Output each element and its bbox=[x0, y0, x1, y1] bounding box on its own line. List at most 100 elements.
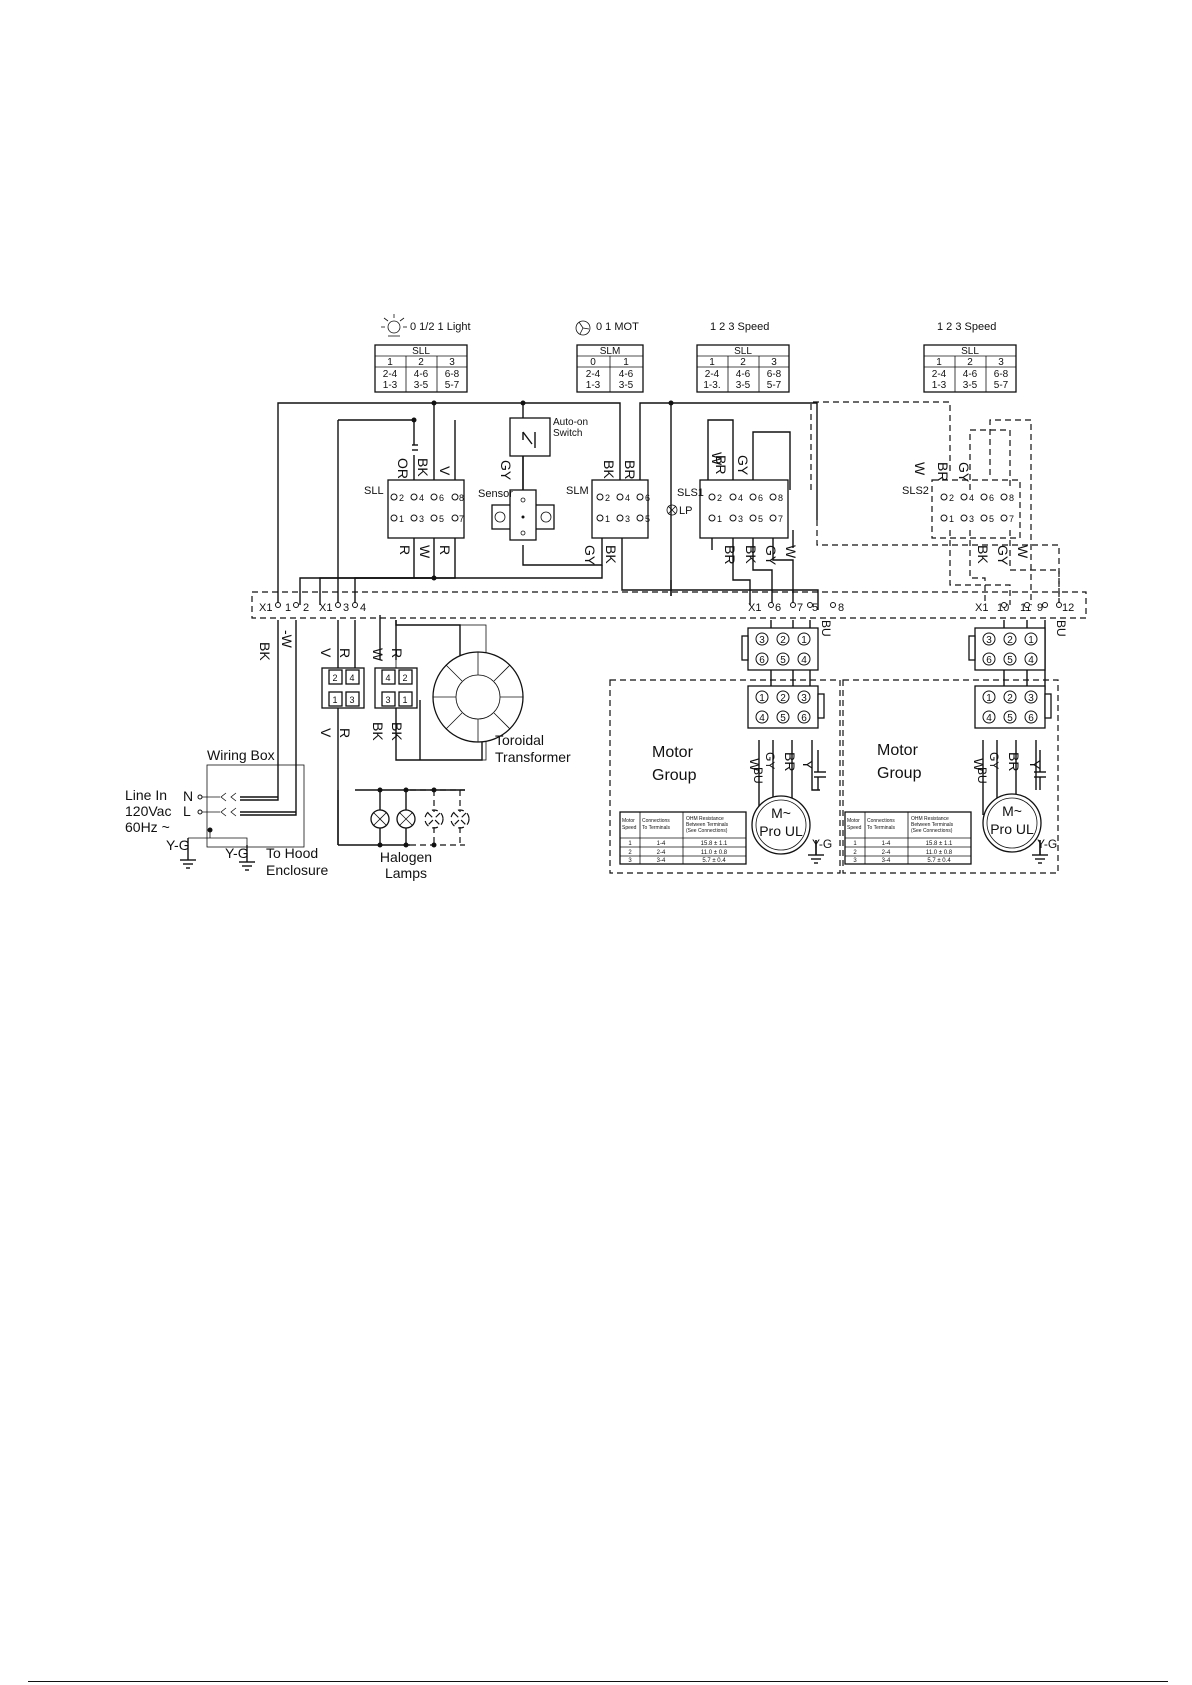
motor-1-ground-label: Y-G bbox=[812, 837, 832, 851]
svg-text:3-5: 3-5 bbox=[619, 380, 634, 391]
transformer-label-2: Transformer bbox=[495, 749, 571, 765]
light-selector-icon bbox=[381, 314, 407, 337]
svg-text:To Terminals: To Terminals bbox=[642, 825, 670, 831]
svg-text:15.8 ± 1.1: 15.8 ± 1.1 bbox=[926, 841, 953, 847]
svg-text:7: 7 bbox=[459, 514, 464, 524]
svg-text:3: 3 bbox=[738, 514, 743, 524]
halogen-lamp-icon bbox=[370, 809, 390, 829]
svg-text:BK: BK bbox=[601, 460, 617, 479]
svg-text:2: 2 bbox=[399, 493, 404, 503]
svg-text:5.7 ± 0.4: 5.7 ± 0.4 bbox=[927, 858, 951, 864]
svg-text:6: 6 bbox=[986, 655, 992, 666]
svg-text:2: 2 bbox=[780, 693, 786, 704]
svg-text:5: 5 bbox=[439, 514, 444, 524]
svg-text:Connections: Connections bbox=[642, 818, 670, 824]
lamps-label-1: Halogen bbox=[380, 849, 432, 865]
motor-group-1-box bbox=[609, 679, 841, 874]
svg-text:V: V bbox=[318, 648, 334, 658]
svg-text:1: 1 bbox=[285, 602, 291, 614]
svg-text:-W: -W bbox=[279, 630, 295, 649]
svg-text:1-4: 1-4 bbox=[882, 841, 891, 847]
svg-text:1: 1 bbox=[605, 514, 610, 524]
svg-text:Speed: Speed bbox=[847, 825, 862, 831]
svg-text:OHM Resistance: OHM Resistance bbox=[911, 816, 949, 822]
svg-text:SLL: SLL bbox=[734, 346, 752, 357]
svg-text:4: 4 bbox=[1028, 655, 1034, 666]
svg-text:GY: GY bbox=[498, 460, 514, 481]
svg-text:BU: BU bbox=[1054, 620, 1068, 637]
speed2-selector-caption: 1 2 3 Speed bbox=[937, 321, 996, 333]
svg-text:GY: GY bbox=[763, 545, 779, 566]
svg-text:1: 1 bbox=[387, 357, 393, 368]
svg-text:4: 4 bbox=[625, 493, 630, 503]
junction-dots bbox=[207, 400, 674, 848]
sll-light-table: SLL 1 2 3 2-4 4-6 6-8 1-3 3-5 5-7 bbox=[374, 344, 468, 393]
svg-text:3: 3 bbox=[771, 357, 777, 368]
svg-text:3-5: 3-5 bbox=[414, 380, 429, 391]
svg-text:6: 6 bbox=[439, 493, 444, 503]
sll-speed2-table: SLL 1 2 3 2-4 4-6 6-8 1-3 3-5 5-7 bbox=[923, 344, 1017, 393]
ground-icon bbox=[180, 838, 196, 869]
svg-text:W: W bbox=[1015, 545, 1031, 559]
svg-text:3-5: 3-5 bbox=[963, 380, 978, 391]
svg-text:SLL: SLL bbox=[412, 346, 430, 357]
svg-text:4: 4 bbox=[986, 713, 992, 724]
optional-lamp-icon bbox=[424, 809, 444, 829]
svg-text:5-7: 5-7 bbox=[767, 380, 782, 391]
svg-text:BR: BR bbox=[722, 545, 738, 564]
svg-text:2-4: 2-4 bbox=[882, 850, 891, 856]
to-hood-label-1: To Hood bbox=[266, 845, 318, 861]
motor-2-label-2: Pro UL bbox=[990, 821, 1034, 837]
svg-text:2: 2 bbox=[1007, 693, 1013, 704]
svg-text:W: W bbox=[709, 452, 725, 466]
svg-text:3: 3 bbox=[853, 858, 857, 864]
svg-text:1-3: 1-3 bbox=[586, 380, 601, 391]
svg-text:5: 5 bbox=[780, 713, 786, 724]
svg-text:15.8 ± 1.1: 15.8 ± 1.1 bbox=[701, 841, 728, 847]
svg-text:1: 1 bbox=[853, 841, 857, 847]
svg-text:3: 3 bbox=[759, 635, 765, 646]
svg-text:BK: BK bbox=[389, 722, 405, 741]
svg-text:GY: GY bbox=[582, 545, 598, 566]
svg-text:3: 3 bbox=[385, 695, 390, 705]
svg-text:1: 1 bbox=[709, 357, 715, 368]
motor1-connector-lower: 1 2 3 4 5 6 bbox=[747, 685, 825, 729]
svg-text:BR: BR bbox=[1006, 752, 1022, 771]
halogen-lamp-icon bbox=[396, 809, 416, 829]
svg-text:1: 1 bbox=[623, 357, 629, 368]
svg-text:5: 5 bbox=[780, 655, 786, 666]
motor-2-ground-label: Y-G bbox=[1037, 837, 1057, 851]
svg-text:(See Connections): (See Connections) bbox=[911, 828, 953, 834]
slm-label: SLM bbox=[566, 485, 589, 497]
svg-text:BR: BR bbox=[713, 455, 729, 474]
svg-text:R: R bbox=[337, 648, 353, 658]
svg-text:W: W bbox=[971, 758, 987, 772]
svg-text:OHM Resistance: OHM Resistance bbox=[686, 816, 724, 822]
svg-text:Y: Y bbox=[1027, 760, 1043, 770]
svg-text:4: 4 bbox=[801, 655, 807, 666]
svg-text:1: 1 bbox=[717, 514, 722, 524]
sll-switch: 2 4 6 8 1 3 5 7 bbox=[387, 479, 465, 539]
svg-text:1: 1 bbox=[399, 514, 404, 524]
sls1-switch: 2 4 6 8 1 3 5 7 bbox=[699, 479, 789, 539]
svg-text:2: 2 bbox=[402, 673, 407, 683]
svg-text:1: 1 bbox=[801, 635, 807, 646]
svg-text:5: 5 bbox=[645, 514, 650, 524]
svg-text:BU: BU bbox=[975, 767, 989, 784]
svg-text:11: 11 bbox=[1020, 602, 1031, 614]
speed1-selector-caption: 1 2 3 Speed bbox=[710, 321, 769, 333]
auto-on-label-2: Switch bbox=[553, 428, 582, 439]
svg-text:1: 1 bbox=[949, 514, 954, 524]
svg-text:7: 7 bbox=[797, 602, 803, 614]
svg-text:BR: BR bbox=[622, 460, 638, 479]
motor-2-ground-icon bbox=[1032, 840, 1048, 864]
svg-text:4-6: 4-6 bbox=[736, 369, 751, 380]
wiring-box bbox=[188, 764, 305, 848]
svg-text:BU: BU bbox=[819, 620, 833, 637]
voltage-label: 120Vac bbox=[125, 803, 171, 819]
svg-text:2-4: 2-4 bbox=[657, 850, 666, 856]
resistance-table-2: Motor Speed Connections To Terminals OHM… bbox=[844, 811, 972, 865]
resistance-table-1: Motor Speed Connections To Terminals OHM… bbox=[619, 811, 747, 865]
svg-text:BK: BK bbox=[257, 642, 273, 661]
plug-right: 4 2 3 1 bbox=[374, 667, 418, 709]
